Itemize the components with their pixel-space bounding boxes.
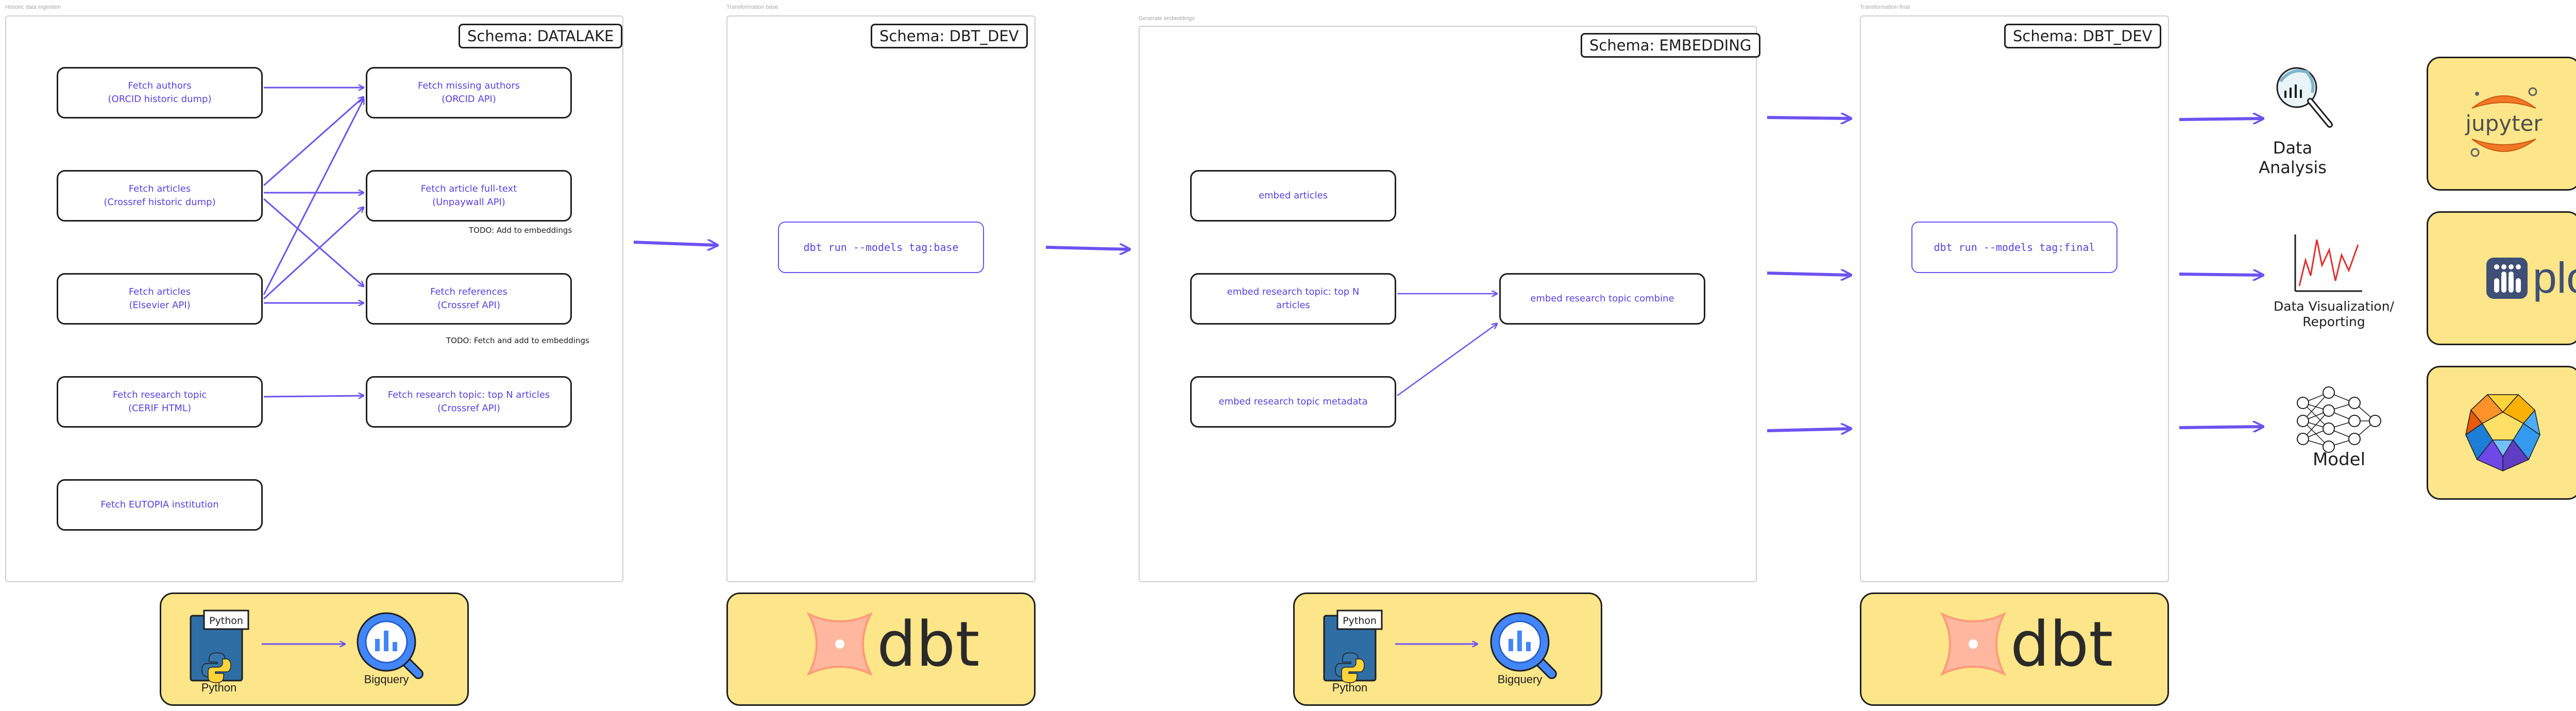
- node-fetch-references[interactable]: Fetch references (Crossref API): [366, 273, 572, 325]
- node-fetch-fulltext[interactable]: Fetch article full-text (Unpaywall API): [366, 170, 572, 222]
- dbt-command-final[interactable]: dbt run --models tag:final: [1911, 222, 2117, 273]
- python-label-1: Python: [201, 681, 237, 694]
- node-label: Fetch articles (Crossref historic dump): [104, 183, 216, 208]
- arrow-ingestion-to-base: [633, 242, 718, 245]
- node-fetch-articles-crossref[interactable]: Fetch articles (Crossref historic dump): [57, 170, 263, 222]
- jupyter-wordmark: jupyter: [2465, 111, 2543, 136]
- todo-note-fulltext: TODO: Add to embeddings: [469, 226, 572, 235]
- frame-title-transform-base: Transformation base: [726, 4, 778, 10]
- dbt-logo: dbt: [806, 609, 979, 681]
- python-book-icon: Python: [1323, 610, 1383, 683]
- bigquery-icon: [1490, 612, 1557, 679]
- output-label-data-analysis: Data Analysis: [2259, 138, 2327, 177]
- ingestion-arrows: [263, 88, 364, 397]
- arrow-crossref-to-missing-authors: [263, 97, 364, 187]
- polyhedron-logo: [2465, 394, 2540, 471]
- node-embed-topic-combine[interactable]: embed research topic combine: [1499, 273, 1705, 325]
- schema-label-datalake: Schema: DATALAKE: [459, 24, 623, 48]
- node-label: Fetch articles (Elsevier API): [128, 286, 191, 311]
- arrow-topic-to-topic-articles: [263, 396, 364, 397]
- dbt-wordmark: dbt: [877, 609, 979, 681]
- frame-title-ingestion: Historic data ingestion: [5, 4, 61, 10]
- node-label: Fetch authors (ORCID historic dump): [108, 80, 212, 105]
- output-label-data-visualization: Data Visualization/ Reporting: [2274, 299, 2394, 329]
- bigquery-label-1: Bigquery: [364, 673, 409, 686]
- node-label: embed research topic: top N articles: [1227, 286, 1360, 311]
- python-book-icon: Python: [190, 610, 249, 683]
- arrow-embedding-to-final-3: [1767, 429, 1851, 431]
- arrow-crossref-to-references: [263, 198, 364, 286]
- data-analysis-icon: [2276, 67, 2333, 128]
- node-embed-topic-top-n[interactable]: embed research topic: top N articles: [1190, 273, 1396, 325]
- toolbox-jupyter: [2427, 57, 2576, 191]
- arrow-embedding-to-final-2: [1767, 273, 1851, 275]
- node-label: Fetch research topic: top N articles (Cr…: [387, 390, 550, 414]
- node-fetch-eutopia[interactable]: Fetch EUTOPIA institution: [57, 479, 263, 531]
- node-label: Fetch missing authors (ORCID API): [417, 80, 520, 105]
- arrow-base-to-embedding: [1045, 247, 1130, 249]
- schema-label-dbt-dev-final: Schema: DBT_DEV: [2004, 24, 2161, 48]
- schema-label-embedding: Schema: EMBEDDING: [1581, 33, 1760, 58]
- arrow-elsevier-to-missing-authors: [263, 99, 364, 295]
- neural-network-icon: [2297, 386, 2381, 453]
- node-fetch-authors[interactable]: Fetch authors (ORCID historic dump): [57, 67, 263, 118]
- stage-arrows: [633, 117, 2263, 431]
- line-chart-icon: [2294, 234, 2362, 292]
- frame-title-embeddings: Generate embeddings: [1139, 15, 1195, 22]
- node-fetch-articles-elsevier[interactable]: Fetch articles (Elsevier API): [57, 273, 263, 325]
- arrow-final-to-model: [2179, 427, 2263, 428]
- node-label: Fetch EUTOPIA institution: [100, 499, 219, 510]
- python-snake-icon: [1335, 652, 1365, 683]
- dbt-wordmark: dbt: [2010, 609, 2113, 681]
- toolbox-dbt-final: [1860, 592, 2169, 706]
- bigquery-label-2: Bigquery: [1497, 673, 1543, 686]
- frame-transform-base: [726, 15, 1036, 582]
- node-label: Fetch article full-text (Unpaywall API): [420, 183, 517, 208]
- dbt-command-base[interactable]: dbt run --models tag:base: [778, 222, 984, 273]
- python-snake-icon: [201, 652, 231, 683]
- plotly-wordmark: plotly: [2533, 253, 2576, 302]
- toolbox-dbt-base: [726, 592, 1036, 706]
- python-badge-text: Python: [209, 615, 243, 627]
- frame-transform-final: [1860, 15, 2169, 582]
- node-fetch-missing-authors[interactable]: Fetch missing authors (ORCID API): [366, 67, 572, 118]
- arrow-elsevier-to-fulltext: [263, 207, 364, 300]
- node-label: Fetch references (Crossref API): [430, 286, 507, 311]
- python-badge-text: Python: [1343, 615, 1377, 627]
- jupyter-logo: jupyter: [2465, 87, 2543, 157]
- node-fetch-topic-articles[interactable]: Fetch research topic: top N articles (Cr…: [366, 376, 572, 428]
- arrow-embedding-to-final-1: [1767, 117, 1851, 118]
- node-fetch-research-topic[interactable]: Fetch research topic (CERIF HTML): [57, 376, 263, 428]
- bigquery-icon: [357, 612, 423, 679]
- dbt-logo: dbt: [1940, 609, 2113, 681]
- node-label: embed articles: [1258, 190, 1328, 201]
- todo-note-references: TODO: Fetch and add to embeddings: [446, 336, 589, 345]
- node-label: embed research topic metadata: [1218, 396, 1368, 407]
- arrow-metadata-to-combine: [1397, 324, 1497, 397]
- frame-title-transform-final: Transformation final: [1860, 4, 1910, 10]
- arrow-final-to-analysis: [2179, 118, 2263, 120]
- node-label: Fetch research topic (CERIF HTML): [112, 390, 207, 414]
- node-embed-topic-metadata[interactable]: embed research topic metadata: [1190, 376, 1396, 428]
- python-label-2: Python: [1332, 681, 1368, 694]
- node-label: embed research topic combine: [1530, 293, 1674, 304]
- node-embed-articles[interactable]: embed articles: [1190, 170, 1396, 222]
- arrow-final-to-visualization: [2179, 274, 2263, 275]
- output-label-model: Model: [2312, 449, 2366, 470]
- embedding-arrows: [1397, 294, 1497, 397]
- plotly-logo: plotly: [2486, 253, 2576, 302]
- schema-label-dbt-dev-base: Schema: DBT_DEV: [871, 24, 1028, 48]
